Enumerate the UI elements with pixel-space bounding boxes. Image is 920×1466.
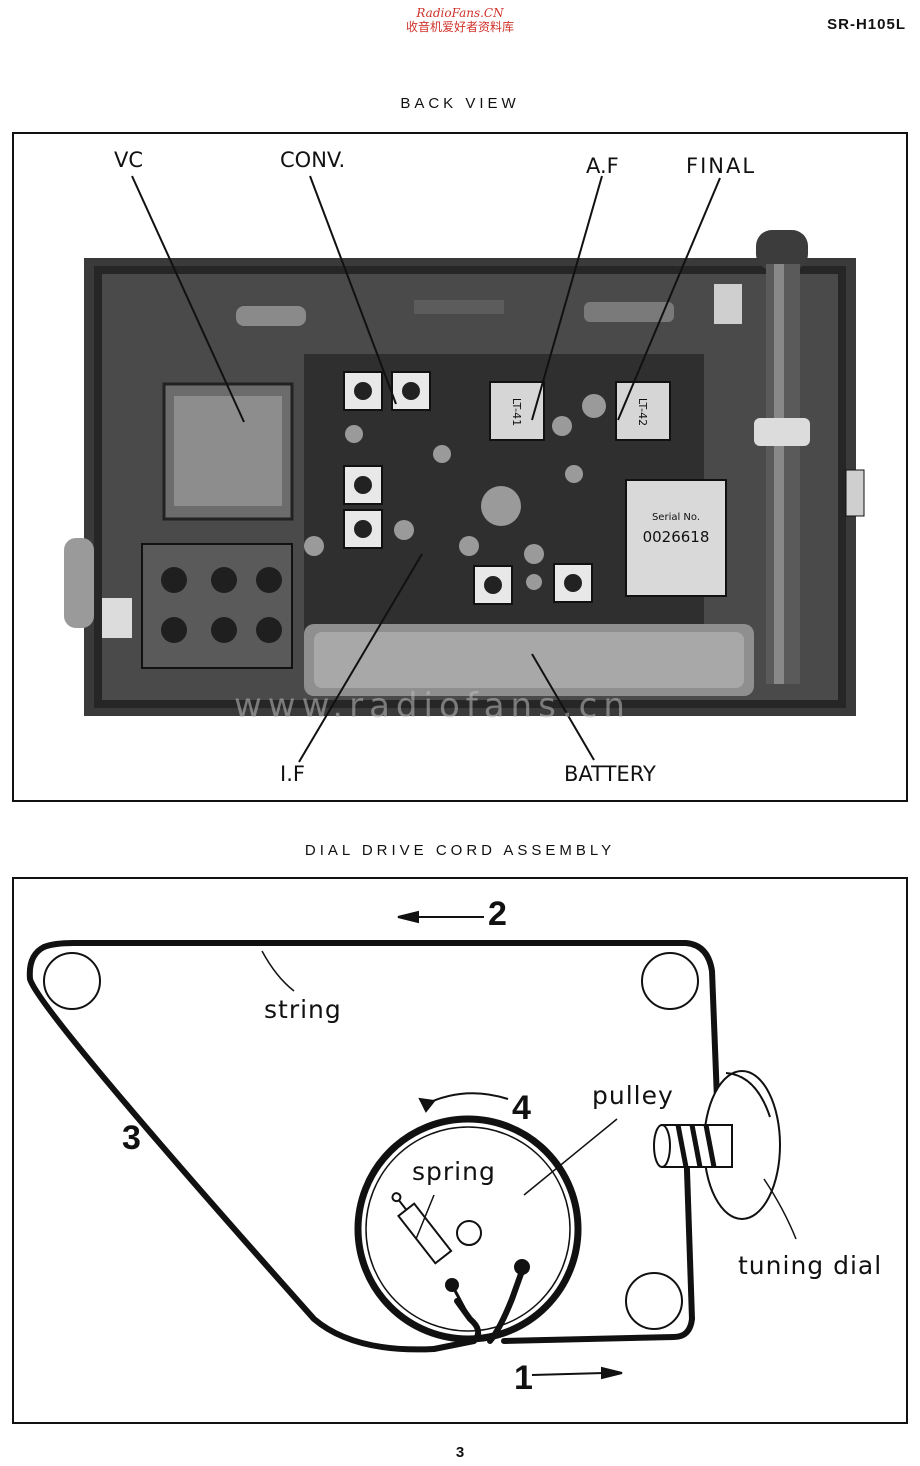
label-conv: CONV. — [280, 148, 346, 172]
cord-assembly-frame: 2 3 4 1 string pulley spring tuning dial — [12, 877, 908, 1466]
coil-af-label: LT-41 — [510, 398, 523, 426]
back-view-frame: LT-41 LT-42 Serial No. 0026618 — [12, 132, 908, 802]
back-view-photo: LT-41 LT-42 Serial No. 0026618 — [64, 230, 865, 716]
back-view-leaders — [131, 175, 721, 763]
serial-caption: Serial No. — [652, 512, 700, 523]
watermark-header: RadioFans.CN 收音机爱好者资料库 — [0, 6, 920, 34]
serial-number: 0026618 — [643, 528, 710, 546]
label-spring: spring — [412, 1157, 496, 1186]
model-number: SR-H105L — [827, 16, 906, 33]
watermark-cn: 收音机爱好者资料库 — [405, 20, 514, 34]
watermark-url: www.radiofans.cn — [234, 686, 631, 726]
back-view-title: BACK VIEW — [400, 95, 520, 112]
page-number: 3 — [455, 1444, 465, 1461]
label-vc: VC — [114, 148, 144, 172]
label-pulley: pulley — [592, 1081, 674, 1110]
step-1: 1 — [514, 1359, 533, 1397]
label-af: A.F — [586, 154, 619, 178]
cord-assembly-title: DIAL DRIVE CORD ASSEMBLY — [304, 842, 616, 859]
watermark-site: RadioFans.CN — [416, 6, 504, 20]
step-3: 3 — [122, 1119, 141, 1157]
label-tuning-dial: tuning dial — [738, 1251, 883, 1280]
label-battery: BATTERY — [564, 762, 656, 786]
label-if: I.F — [280, 762, 305, 786]
label-final: FINAL — [686, 154, 757, 178]
step-2: 2 — [488, 895, 507, 933]
step-4: 4 — [512, 1089, 531, 1127]
label-string: string — [264, 995, 342, 1024]
coil-final-label: LT-42 — [636, 398, 649, 426]
cord-diagram — [26, 910, 797, 1466]
